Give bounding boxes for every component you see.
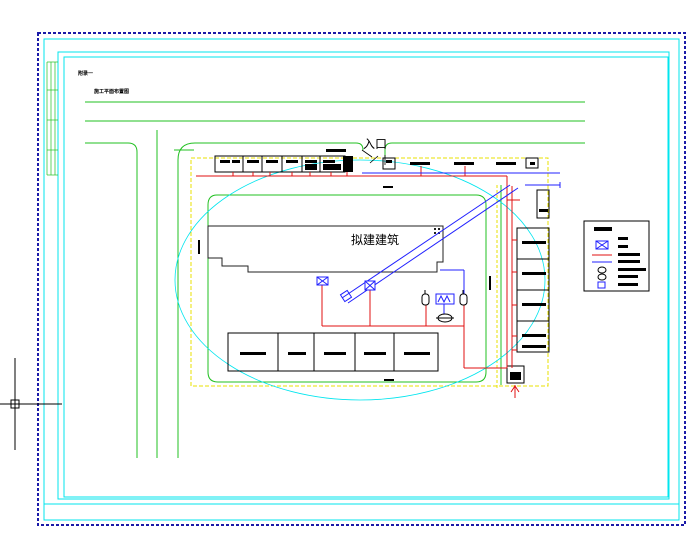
valve-icon (436, 313, 454, 323)
drawing-border (63, 56, 669, 498)
outer-border (43, 38, 680, 521)
crosshair-cursor-icon (0, 358, 62, 450)
entrance-label: 入口 (363, 137, 388, 151)
roads (85, 101, 585, 458)
distribution-box-icon (364, 280, 376, 291)
inner-border (57, 51, 670, 500)
proposed-building (207, 225, 444, 273)
site-fence (190, 157, 549, 387)
sheet-frame (37, 32, 686, 526)
title-block-strip (46, 61, 58, 176)
bottom-facilities (227, 332, 439, 372)
plan-title: 施工平面布置图 (94, 89, 130, 95)
crane-radius (174, 159, 546, 401)
building-label: 拟建建筑 (351, 233, 400, 247)
attachment-label: 附录一 (78, 71, 94, 77)
right-facilities (506, 189, 550, 384)
legend (583, 220, 650, 292)
crane-icon (316, 276, 329, 286)
top-facilities (214, 149, 539, 173)
water-meter-icon (435, 293, 455, 305)
fire-hydrant-icon (421, 290, 468, 306)
water-pipes (196, 166, 520, 398)
power-lines (341, 172, 561, 318)
